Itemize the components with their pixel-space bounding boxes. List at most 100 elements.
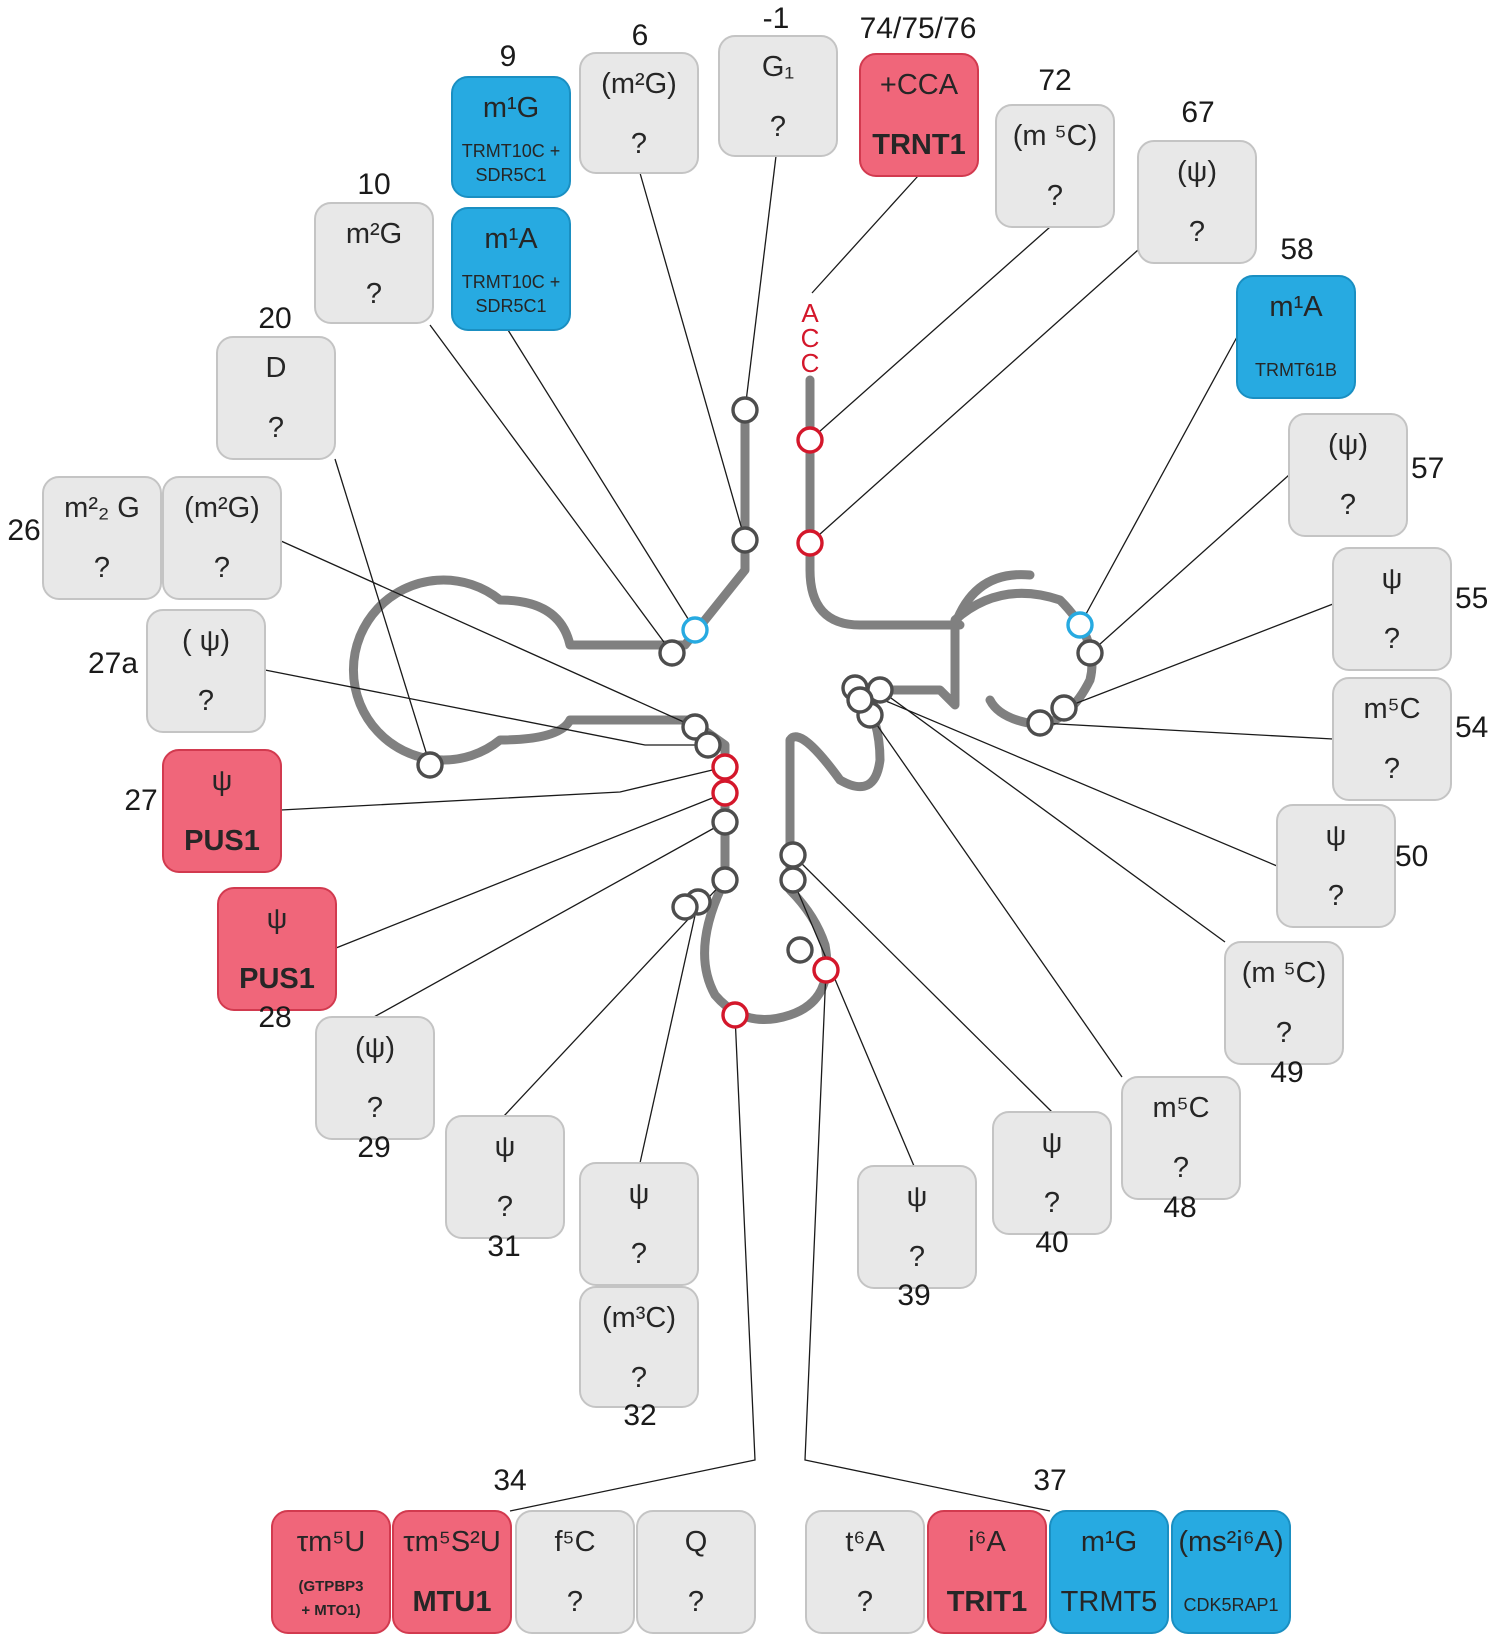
modification-label: ψ bbox=[629, 1178, 650, 1210]
leader-line bbox=[744, 155, 777, 411]
modification-label: m¹A bbox=[1269, 291, 1323, 323]
modification-label: t⁶A bbox=[845, 1526, 885, 1558]
mod-box-p29: (ψ)? bbox=[315, 1016, 435, 1140]
enzyme-label: ? bbox=[367, 1092, 383, 1124]
modification-label: (ms²i⁶A) bbox=[1178, 1526, 1283, 1558]
enzyme-label: ? bbox=[366, 278, 382, 310]
mod-box-p37b: i⁶A TRIT1 bbox=[927, 1510, 1047, 1634]
position-number: 55 bbox=[1455, 582, 1488, 615]
mod-box-p34c: f⁵C? bbox=[515, 1510, 635, 1634]
mod-box-p57: (ψ)? bbox=[1288, 413, 1408, 537]
modification-label: ψ bbox=[212, 765, 233, 797]
site-circle bbox=[711, 753, 739, 781]
site-circle bbox=[681, 713, 709, 741]
modification-label: m²₂ G bbox=[64, 492, 140, 524]
mod-box-p48: m⁵C? bbox=[1121, 1076, 1241, 1200]
leader-line bbox=[429, 324, 673, 654]
enzyme-label: TRMT10C + bbox=[462, 141, 561, 161]
modification-label: m¹A bbox=[484, 223, 538, 255]
position-number: 10 bbox=[357, 168, 390, 201]
site-circle bbox=[658, 639, 686, 667]
modification-label: (ψ) bbox=[1328, 429, 1368, 461]
enzyme-label: ? bbox=[1189, 216, 1205, 248]
enzyme-label: ? bbox=[214, 552, 230, 584]
position-number: 37 bbox=[1033, 1464, 1066, 1497]
mod-box-p37a: t⁶A? bbox=[805, 1510, 925, 1634]
position-number: 9 bbox=[500, 40, 517, 73]
modification-label: ψ bbox=[267, 903, 288, 935]
enzyme-label: ? bbox=[94, 552, 110, 584]
modification-label: τm⁵S²U bbox=[403, 1526, 501, 1558]
modification-label: i⁶A bbox=[968, 1526, 1006, 1558]
modification-label: (m³C) bbox=[602, 1302, 676, 1334]
enzyme-label: ? bbox=[1276, 1017, 1292, 1049]
enzyme-label: ? bbox=[1044, 1187, 1060, 1219]
leader-line bbox=[809, 226, 1051, 441]
enzyme-label: ? bbox=[268, 412, 284, 444]
position-number: 48 bbox=[1163, 1191, 1196, 1224]
position-number: 32 bbox=[623, 1399, 656, 1432]
leader-line bbox=[639, 172, 746, 541]
mod-box-p6: (m²G)? bbox=[579, 52, 699, 174]
position-number: 27a bbox=[88, 647, 138, 680]
modification-label: (m ⁵C) bbox=[1242, 957, 1327, 989]
site-circle bbox=[1076, 639, 1104, 667]
leader-lines bbox=[264, 155, 1334, 1512]
site-circle bbox=[711, 779, 739, 807]
enzyme-label: ? bbox=[198, 685, 214, 717]
acc-letter: C bbox=[801, 348, 820, 378]
leader-line bbox=[809, 249, 1139, 544]
mod-box-p37d: (ms²i⁶A)CDK5RAP1 bbox=[1171, 1510, 1291, 1634]
site-circle bbox=[796, 529, 824, 557]
position-number: 34 bbox=[493, 1464, 526, 1497]
leader-line bbox=[804, 969, 1051, 1512]
enzyme-label-line2: SDR5C1 bbox=[475, 165, 546, 185]
enzyme-label: TRMT10C + bbox=[462, 272, 561, 292]
enzyme-label: ? bbox=[1328, 880, 1344, 912]
mod-box-p26b: (m²G)? bbox=[162, 476, 282, 600]
position-number: 29 bbox=[357, 1131, 390, 1164]
enzyme-label: ? bbox=[1384, 753, 1400, 785]
enzyme-label: ? bbox=[1384, 623, 1400, 655]
modification-label: ψ bbox=[1042, 1127, 1063, 1159]
leader-line bbox=[879, 689, 1226, 943]
enzyme-label: ? bbox=[1340, 489, 1356, 521]
modification-label: m⁵C bbox=[1152, 1092, 1209, 1124]
enzyme-label: ? bbox=[631, 1362, 647, 1394]
leader-line bbox=[1063, 603, 1334, 709]
modification-label: (m²G) bbox=[601, 68, 677, 100]
site-circle bbox=[812, 956, 840, 984]
enzyme-label: ? bbox=[770, 111, 786, 143]
modification-label: τm⁵U bbox=[297, 1526, 366, 1558]
leader-line bbox=[792, 879, 915, 1167]
site-circle bbox=[694, 731, 722, 759]
modification-label: Q bbox=[685, 1526, 708, 1558]
mod-box-p10: m²G? bbox=[314, 202, 434, 324]
mod-box-p32b: (m³C)? bbox=[579, 1286, 699, 1408]
leader-line bbox=[507, 329, 696, 631]
position-number: 67 bbox=[1181, 96, 1214, 129]
leader-line bbox=[792, 854, 1053, 1113]
mod-box-p49: (m ⁵C)? bbox=[1224, 941, 1344, 1065]
position-number: 6 bbox=[632, 19, 649, 52]
modification-label: (m ⁵C) bbox=[1013, 120, 1098, 152]
enzyme-label: ? bbox=[567, 1586, 583, 1618]
enzyme-label: MTU1 bbox=[413, 1586, 492, 1618]
enzyme-label: ? bbox=[631, 128, 647, 160]
position-number: 57 bbox=[1411, 452, 1444, 485]
enzyme-label: TRIT1 bbox=[947, 1586, 1028, 1618]
site-circle bbox=[681, 616, 709, 644]
enzyme-label: PUS1 bbox=[239, 963, 315, 995]
leader-line bbox=[1079, 336, 1238, 626]
mod-box-p31: ψ? bbox=[445, 1115, 565, 1239]
enzyme-label: ? bbox=[631, 1238, 647, 1270]
acc-letter: A bbox=[801, 298, 819, 328]
leader-line bbox=[280, 540, 696, 728]
leader-line bbox=[869, 714, 1123, 1078]
